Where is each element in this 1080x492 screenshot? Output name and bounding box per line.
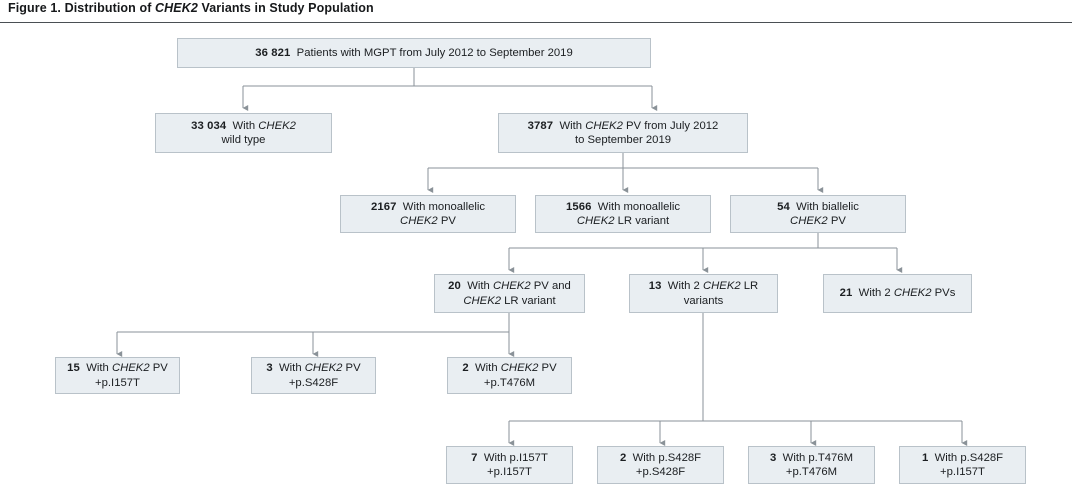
node-line1: With monoallelic	[597, 200, 681, 213]
node-pv-i157t[interactable]: 15 With CHEK2 PV +p.I157T	[55, 357, 180, 394]
node-biallelic-pv[interactable]: 54 With biallelic CHEK2 PV	[730, 195, 906, 233]
gene-label: CHEK2	[893, 287, 932, 300]
node-count: 1566	[565, 200, 592, 213]
node-pv-t476m[interactable]: 2 With CHEK2 PV +p.T476M	[447, 357, 572, 394]
node-count: 3	[266, 362, 273, 374]
node-count: 21	[839, 287, 853, 300]
node-count: 1	[921, 451, 929, 464]
node-count: 15	[67, 362, 80, 374]
node-count: 2167	[370, 200, 397, 213]
figure-title-prefix: Figure 1. Distribution of	[8, 1, 156, 15]
node-total-patients[interactable]: 36 821 Patients with MGPT from July 2012…	[177, 38, 651, 68]
node-line1: With p.S428F	[934, 451, 1004, 464]
node-count: 36 821	[255, 46, 291, 59]
node-line1: With p.T476M	[782, 451, 853, 464]
node-chek2-pv-cohort[interactable]: 3787 With CHEK2 PV from July 2012 to Sep…	[498, 113, 748, 153]
node-two-lr-variants[interactable]: 13 With 2 CHEK2 LR variants	[629, 274, 778, 313]
gene-label: CHEK2	[492, 280, 531, 292]
node-pv-and-lr[interactable]: 20 With CHEK2 PV and CHEK2 LR variant	[434, 274, 585, 313]
node-count: 54	[777, 200, 790, 213]
node-line2: to September 2019	[574, 134, 672, 146]
node-count: 3787	[527, 119, 554, 132]
figure-title-suffix: Variants in Study Population	[197, 1, 374, 15]
gene-label: CHEK2	[111, 362, 150, 374]
node-count: 33 034	[191, 119, 227, 132]
node-line1: With p.I157T	[483, 451, 548, 464]
node-line2: variants	[683, 294, 724, 307]
node-t476m-t476m[interactable]: 3 With p.T476M +p.T476M	[748, 446, 875, 484]
title-divider	[0, 22, 1072, 23]
node-line2: wild type	[221, 134, 266, 146]
gene-label: CHEK2	[304, 362, 343, 374]
node-s428f-s428f[interactable]: 2 With p.S428F +p.S428F	[597, 446, 724, 484]
node-line2: +p.I157T	[940, 466, 985, 478]
node-line2: +p.I157T	[95, 376, 140, 389]
gene-label: CHEK2	[500, 362, 539, 374]
node-two-pvs[interactable]: 21 With 2 CHEK2 PVs	[823, 274, 972, 313]
node-count: 3	[770, 451, 777, 464]
node-monoallelic-pv[interactable]: 2167 With monoallelic CHEK2 PV	[340, 195, 516, 233]
node-s428f-i157t[interactable]: 1 With p.S428F +p.I157T	[899, 446, 1026, 484]
node-line1: With p.S428F	[632, 451, 702, 464]
gene-label: CHEK2	[463, 294, 502, 307]
node-line2: +p.S428F	[635, 466, 686, 478]
node-chek2-wild-type[interactable]: 33 034 With CHEK2 wild type	[155, 113, 332, 153]
gene-label: CHEK2	[576, 215, 615, 227]
gene-label: CHEK2	[400, 215, 438, 227]
node-count: 13	[648, 280, 662, 292]
node-line2: +p.T476M	[785, 466, 838, 478]
node-monoallelic-lr[interactable]: 1566 With monoallelic CHEK2 LR variant	[535, 195, 711, 233]
node-i157t-i157t[interactable]: 7 With p.I157T +p.I157T	[446, 446, 573, 484]
gene-label: CHEK2	[790, 215, 828, 227]
node-line2: +p.S428F	[288, 376, 339, 389]
node-line2: +p.I157T	[487, 466, 532, 478]
gene-label: CHEK2	[585, 119, 623, 132]
gene-label: CHEK2	[258, 119, 296, 132]
node-count: 7	[471, 451, 478, 464]
node-line1: With monoallelic	[402, 200, 486, 213]
node-count: 2	[462, 362, 469, 374]
node-pv-s428f[interactable]: 3 With CHEK2 PV +p.S428F	[251, 357, 376, 394]
node-count: 20	[448, 280, 461, 292]
gene-label: CHEK2	[702, 280, 741, 292]
node-line1: Patients with MGPT from July 2012 to Sep…	[296, 46, 573, 59]
node-count: 2	[619, 451, 627, 464]
figure-title: Figure 1. Distribution of CHEK2 Variants…	[8, 1, 374, 15]
node-line1: With biallelic	[796, 200, 859, 213]
figure-title-gene: CHEK2	[155, 1, 198, 15]
node-line2: +p.T476M	[483, 376, 536, 389]
